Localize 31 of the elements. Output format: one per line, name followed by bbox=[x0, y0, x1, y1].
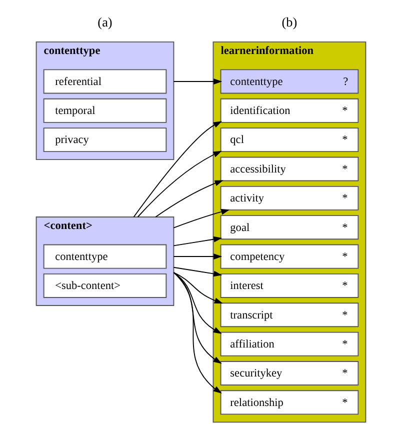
node-box: privacy bbox=[42, 128, 166, 152]
node-box: affiliation * bbox=[220, 332, 358, 356]
arrow bbox=[172, 78, 222, 84]
arrow bbox=[172, 272, 222, 334]
arrow bbox=[172, 272, 222, 304]
node-box: relationship * bbox=[220, 390, 358, 415]
arrow bbox=[154, 180, 223, 218]
arrow bbox=[172, 272, 222, 364]
node-box: goal * bbox=[220, 215, 358, 240]
node-box: <sub-content> bbox=[42, 273, 166, 298]
arrow bbox=[132, 121, 222, 218]
node-box: temporal bbox=[42, 98, 166, 123]
node-box: contenttype ? bbox=[220, 69, 358, 94]
node-box: interest * bbox=[220, 273, 358, 298]
arrow bbox=[172, 208, 230, 228]
arrow bbox=[172, 254, 222, 260]
label: (a) bbox=[97, 14, 112, 30]
arrow bbox=[136, 150, 222, 218]
node-box: securitykey * bbox=[220, 361, 358, 386]
node-box: competency * bbox=[220, 244, 358, 269]
node-box: qcl * bbox=[220, 128, 358, 152]
arrow bbox=[172, 272, 222, 394]
label: (b) bbox=[281, 14, 297, 30]
node-box: referential bbox=[42, 69, 166, 94]
node-box: transcript * bbox=[220, 302, 358, 328]
node-box: accessibility * bbox=[220, 156, 358, 182]
node-box: activity * bbox=[220, 186, 358, 210]
arrow bbox=[172, 266, 222, 277]
arrow bbox=[172, 236, 222, 246]
node-box: contenttype bbox=[42, 244, 166, 269]
node-box: identification * bbox=[220, 98, 358, 123]
